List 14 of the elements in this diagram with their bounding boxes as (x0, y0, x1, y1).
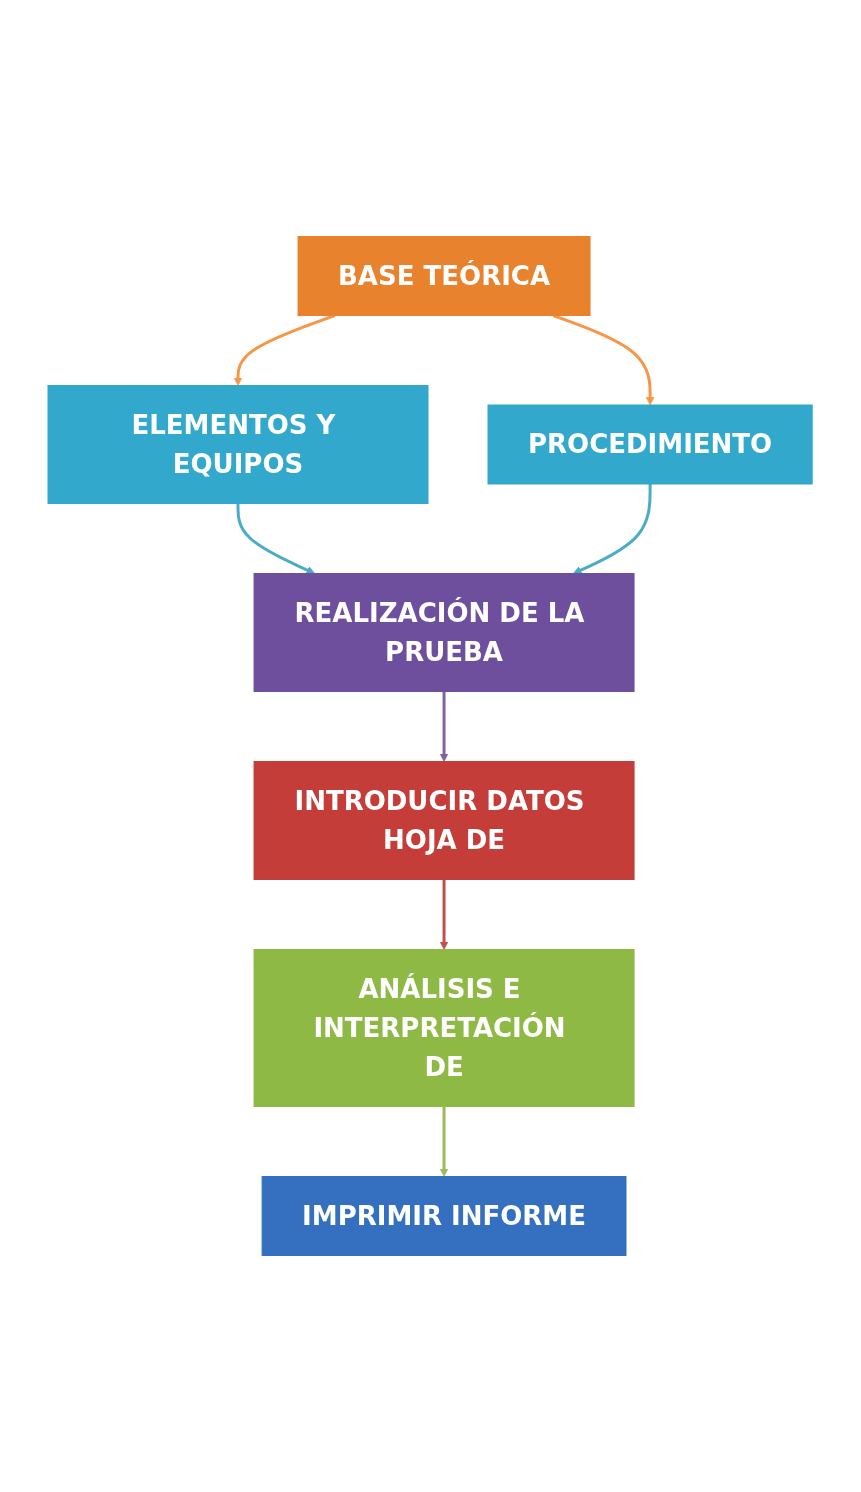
arrow (440, 691, 449, 762)
node-box: ELEMENTOS Y EQUIPOS (47, 385, 429, 504)
arrow (236, 503, 316, 575)
arrow (553, 314, 655, 406)
node-box: INTRODUCIR DATOS HOJA DE (253, 761, 635, 880)
node-box: PROCEDIMIENTO (487, 404, 814, 485)
node-box: BASE TEÓRICA (297, 236, 591, 316)
arrow (440, 1106, 449, 1177)
node-box: IMPRIMIR INFORME (262, 1176, 627, 1256)
arrow (440, 879, 449, 950)
arrow (573, 484, 652, 575)
arrow (234, 314, 336, 386)
node-box: ANÁLISIS E INTERPRETACIÓN DE (253, 949, 635, 1107)
node-box: REALIZACIÓN DE LA PRUEBA (253, 573, 635, 692)
